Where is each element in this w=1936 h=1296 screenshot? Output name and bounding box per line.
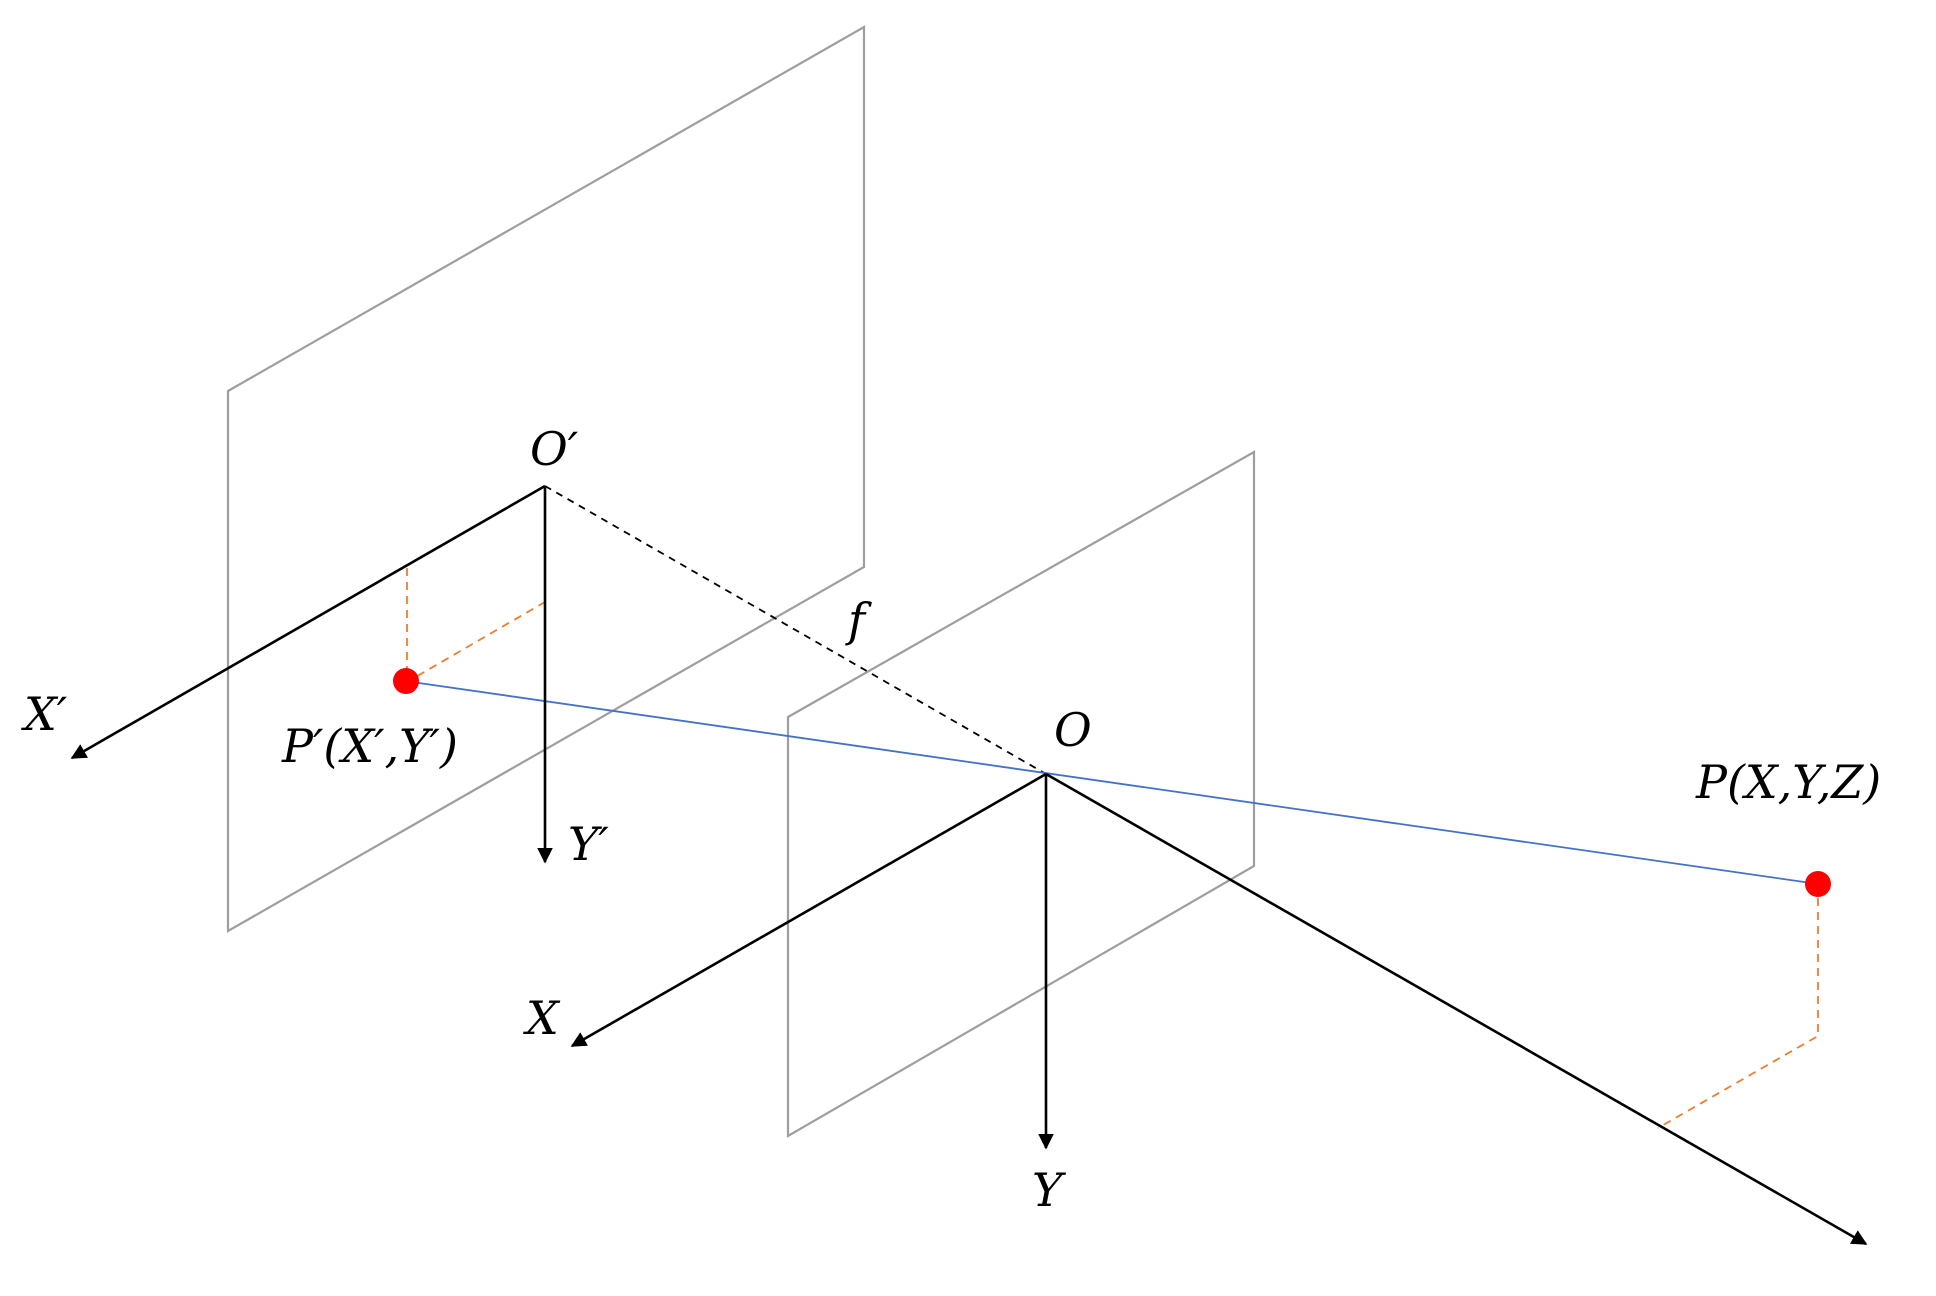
world-point-projection-guide	[1657, 884, 1819, 1129]
image-x-axis-label: X′	[21, 687, 68, 741]
world-point-label: P(X,Y,Z)	[1695, 755, 1881, 809]
camera-y-axis-label: Y	[1032, 1163, 1067, 1217]
world-point-marker	[1805, 871, 1831, 897]
focal-length-line	[544, 485, 1047, 775]
camera-x-axis	[570, 772, 1047, 1048]
image-point-label: P′(X′,Y′)	[281, 719, 458, 773]
image-point-marker	[393, 668, 419, 694]
image-plane	[226, 25, 866, 933]
image-x-axis	[70, 484, 546, 760]
camera-x-axis-label: X	[523, 991, 561, 1045]
camera-origin-label: O	[1054, 703, 1092, 757]
image-origin-label: O′	[530, 422, 579, 476]
image-point-projection-guide	[406, 568, 546, 684]
image-y-axis-label: Y′	[568, 817, 609, 871]
camera-plane	[786, 450, 1256, 1138]
focal-length-label: f	[845, 593, 872, 647]
projection-ray	[404, 680, 1819, 885]
camera-z-axis	[1045, 772, 1868, 1246]
